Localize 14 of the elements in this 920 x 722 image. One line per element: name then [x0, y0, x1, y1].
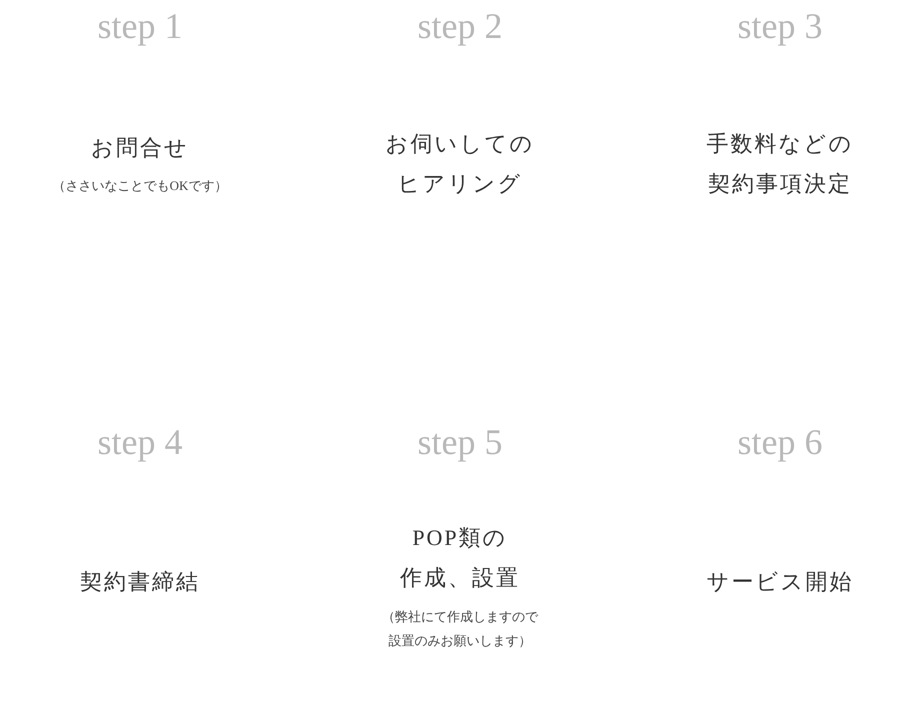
step-note: （弊社にて作成しますので設置のみお願いします）	[382, 608, 538, 650]
step-heading: step 6	[738, 422, 822, 462]
step-title: POP類の作成、設置	[400, 524, 520, 592]
step-heading: step 4	[98, 422, 182, 462]
step-note: （ささいなことでもOKです）	[52, 177, 228, 195]
step-heading: step 2	[418, 6, 502, 46]
step-title: サービス開始	[706, 568, 854, 596]
step-title: お伺いしてのヒアリング	[386, 130, 534, 198]
step-heading: step 3	[738, 6, 822, 46]
step-title: 契約書締結	[80, 568, 200, 596]
step-title: お問合せ	[91, 134, 189, 162]
step-title: 手数料などの契約事項決定	[706, 130, 854, 198]
step-heading: step 1	[98, 6, 182, 46]
step-heading: step 5	[418, 422, 502, 462]
